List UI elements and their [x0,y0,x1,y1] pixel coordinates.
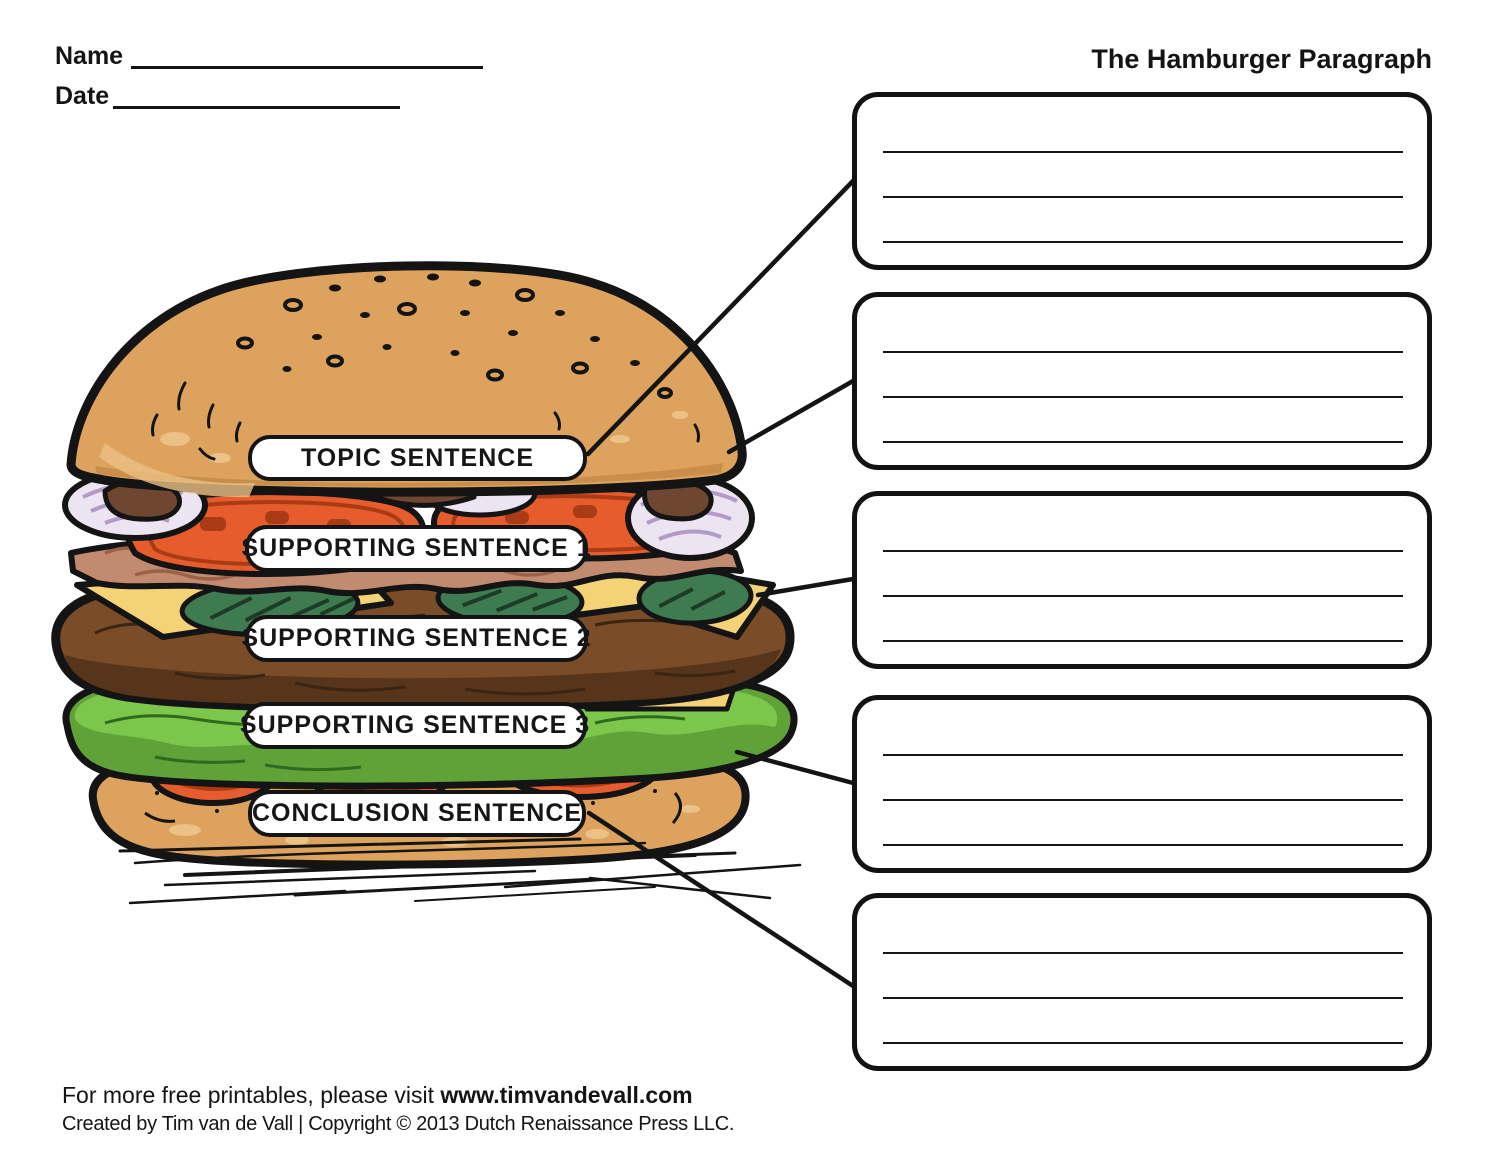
date-label: Date [55,82,110,110]
writing-line [883,1042,1403,1044]
writing-line [883,550,1403,552]
writing-line [883,595,1403,597]
writing-line [883,754,1403,756]
label-supporting-sentence-2: SUPPORTING SENTENCE 2 [241,615,591,662]
answer-box-conclusion [852,893,1432,1071]
writing-line [883,151,1403,153]
ground-sketch [118,837,802,905]
writing-line [883,952,1403,954]
writing-line [883,396,1403,398]
footer-copyright: Created by Tim van de Vall | Copyright ©… [62,1113,735,1135]
footer-credit-text: For more free printables, please visit [62,1082,441,1108]
footer-credit-line: For more free printables, please visit w… [62,1082,734,1109]
name-blank-line [131,42,484,69]
writing-line [883,997,1403,999]
answer-box-supporting-3 [852,695,1432,873]
answer-box-topic [852,92,1432,270]
page-title: The Hamburger Paragraph [1091,44,1432,74]
answer-box-supporting-1 [852,292,1432,470]
writing-line [883,799,1403,801]
label-supporting-sentence-1: SUPPORTING SENTENCE 1 [241,525,591,572]
name-label: Name [55,42,124,70]
date-row: Date [55,82,401,110]
writing-line [883,351,1403,353]
writing-line [883,441,1403,443]
label-topic-sentence: TOPIC SENTENCE [248,435,587,481]
label-supporting-sentence-3: SUPPORTING SENTENCE 3 [240,702,589,749]
writing-line [883,844,1403,846]
hamburger-illustration [51,261,802,905]
writing-line [883,196,1403,198]
answer-box-supporting-2 [852,491,1432,669]
footer-website: www.timvandevall.com [440,1082,693,1108]
name-row: Name [55,42,484,70]
date-blank-line [113,82,401,109]
footer: For more free printables, please visit w… [62,1082,734,1136]
writing-line [883,640,1403,642]
top-bun [66,261,747,498]
writing-line [883,241,1403,243]
label-conclusion-sentence: CONCLUSION SENTENCE [248,790,586,837]
